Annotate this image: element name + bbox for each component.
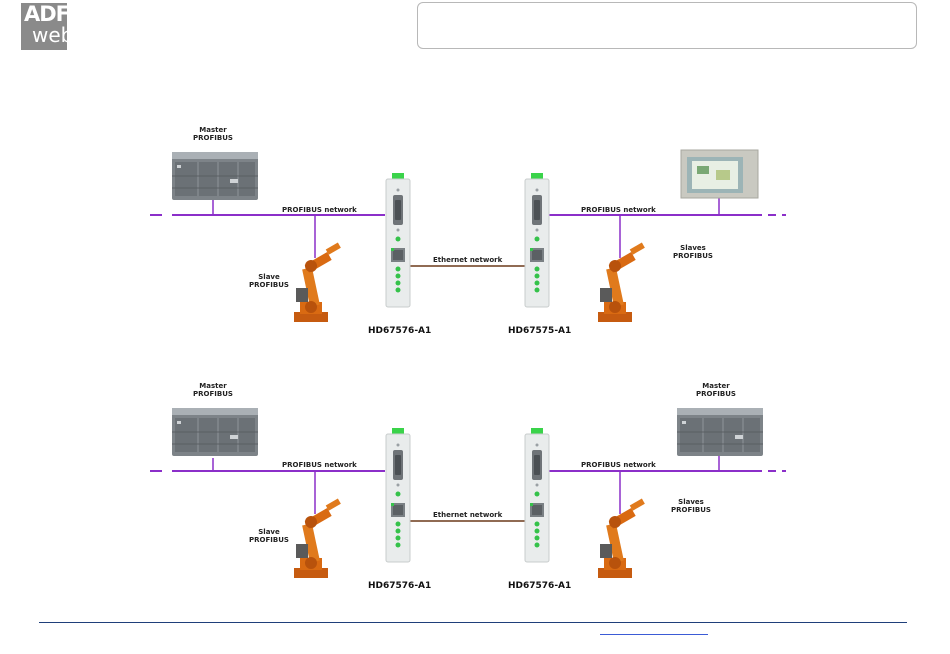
robot-slave-icon — [294, 243, 341, 322]
master-label-left-2: Master PROFIBUS — [187, 382, 239, 398]
gateway-right-icon — [525, 173, 549, 307]
device-label-left-2: HD67576-A1 — [368, 581, 431, 591]
ethernet-network-label-2: Ethernet network — [433, 511, 502, 519]
diagram-1 — [150, 150, 786, 322]
hmi-panel-icon — [681, 150, 758, 198]
footer-link[interactable] — [600, 634, 708, 635]
device-label-right-2: HD67576-A1 — [508, 581, 571, 591]
plc-master-right-icon — [677, 408, 763, 456]
profibus-network-label-left-2: PROFIBUS network — [282, 461, 357, 469]
master-label-right-2: Master PROFIBUS — [690, 382, 742, 398]
slave-label: Slave PROFIBUS — [243, 273, 295, 289]
gateway-right-icon-2 — [525, 428, 549, 562]
device-label-right: HD67575-A1 — [508, 326, 571, 336]
gateway-left-icon-2 — [386, 428, 410, 562]
footer-divider — [39, 622, 907, 623]
profibus-network-label-right-2: PROFIBUS network — [581, 461, 656, 469]
robot-slaves-icon-2 — [598, 499, 645, 578]
plc-master-left-icon — [172, 408, 258, 456]
robot-slaves-icon — [598, 243, 645, 322]
plc-master-icon — [172, 152, 258, 200]
slaves-label: Slaves PROFIBUS — [667, 244, 719, 260]
gateway-left-icon — [386, 173, 410, 307]
device-label-left: HD67576-A1 — [368, 326, 431, 336]
master-label: Master PROFIBUS — [187, 126, 239, 142]
slave-label-2: Slave PROFIBUS — [243, 528, 295, 544]
profibus-network-label-left: PROFIBUS network — [282, 206, 357, 214]
robot-slave-icon-2 — [294, 499, 341, 578]
slaves-label-2: Slaves PROFIBUS — [665, 498, 717, 514]
profibus-network-label-right: PROFIBUS network — [581, 206, 656, 214]
ethernet-network-label: Ethernet network — [433, 256, 502, 264]
diagram-2 — [150, 408, 786, 578]
